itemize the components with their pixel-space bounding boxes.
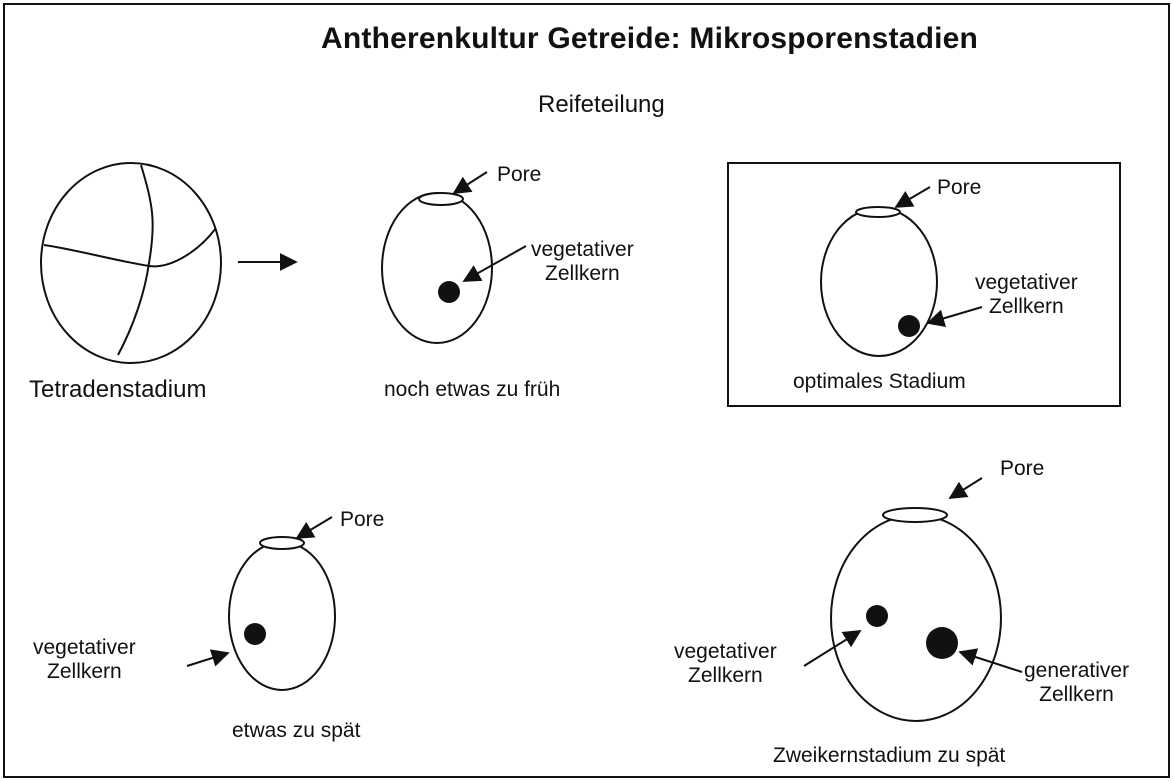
binucleate-generative-nucleus	[926, 627, 958, 659]
binucleate-gen-label-line1: generativer	[1024, 659, 1129, 682]
early-pore-arrow	[454, 172, 487, 193]
binucleate-gen-nucleus-label: generativer Zellkern	[1024, 659, 1129, 707]
binucleate-gen-label-line2: Zellkern	[1039, 683, 1114, 706]
optimal-pore-label: Pore	[937, 176, 981, 200]
optimal-stage-caption: optimales Stadium	[793, 370, 966, 394]
early-pore-label: Pore	[497, 163, 541, 187]
early-stage-caption: noch etwas zu früh	[384, 378, 560, 402]
late-nucleus-label-line2: Zellkern	[47, 660, 122, 683]
optimal-cell-outline	[821, 208, 937, 356]
late-stage-caption: etwas zu spät	[232, 719, 360, 743]
binucleate-pore-arrow	[950, 478, 982, 498]
binucleate-cell-outline	[831, 515, 1001, 721]
binucleate-pore-label: Pore	[1000, 457, 1044, 481]
binucleate-veg-label-line1: vegetativer	[674, 640, 777, 663]
early-nucleus-label-line1: vegetativer	[531, 238, 634, 261]
late-pore-label: Pore	[340, 508, 384, 532]
early-nucleus-label-line2: Zellkern	[545, 262, 620, 285]
early-nucleus-label: vegetativer Zellkern	[531, 238, 634, 286]
binucleate-veg-nucleus-label: vegetativer Zellkern	[674, 640, 777, 688]
tetrad-division-wall-1	[118, 165, 153, 355]
late-vegetative-nucleus	[244, 623, 266, 645]
optimal-nucleus-label: vegetativer Zellkern	[975, 271, 1078, 319]
optimal-microspore	[821, 207, 937, 356]
binucleate-microspore	[831, 508, 1001, 721]
optimal-nucleus-label-line1: vegetativer	[975, 271, 1078, 294]
optimal-pore-arrow	[896, 187, 930, 207]
optimal-nucleus-label-line2: Zellkern	[989, 295, 1064, 318]
diagram-subtitle: Reifeteilung	[538, 91, 665, 119]
late-nucleus-label-line1: vegetativer	[33, 636, 136, 659]
tetrad-stage-label: Tetradenstadium	[29, 376, 206, 404]
late-nucleus-arrow	[187, 653, 228, 666]
late-microspore	[229, 537, 335, 690]
late-pore	[260, 537, 304, 549]
binucleate-veg-label-line2: Zellkern	[688, 664, 763, 687]
early-nucleus-arrow	[464, 246, 526, 281]
late-pore-arrow	[297, 517, 332, 538]
early-cell-outline	[382, 193, 492, 343]
binucleate-vegetative-nucleus	[866, 605, 888, 627]
optimal-nucleus-arrow	[928, 307, 982, 323]
binucleate-stage-caption: Zweikernstadium zu spät	[773, 744, 1005, 768]
tetrad-division-wall-2	[44, 228, 216, 266]
early-microspore	[382, 193, 492, 343]
early-pore	[419, 193, 463, 205]
early-vegetative-nucleus	[438, 281, 460, 303]
late-nucleus-label: vegetativer Zellkern	[33, 636, 136, 684]
tetrad-cell	[41, 163, 221, 363]
optimal-vegetative-nucleus	[898, 315, 920, 337]
binucleate-gen-nucleus-arrow	[960, 652, 1022, 672]
optimal-pore	[856, 207, 900, 217]
late-cell-outline	[229, 542, 335, 690]
diagram-title: Antherenkultur Getreide: Mikrosporenstad…	[321, 22, 978, 57]
binucleate-pore	[883, 508, 947, 522]
